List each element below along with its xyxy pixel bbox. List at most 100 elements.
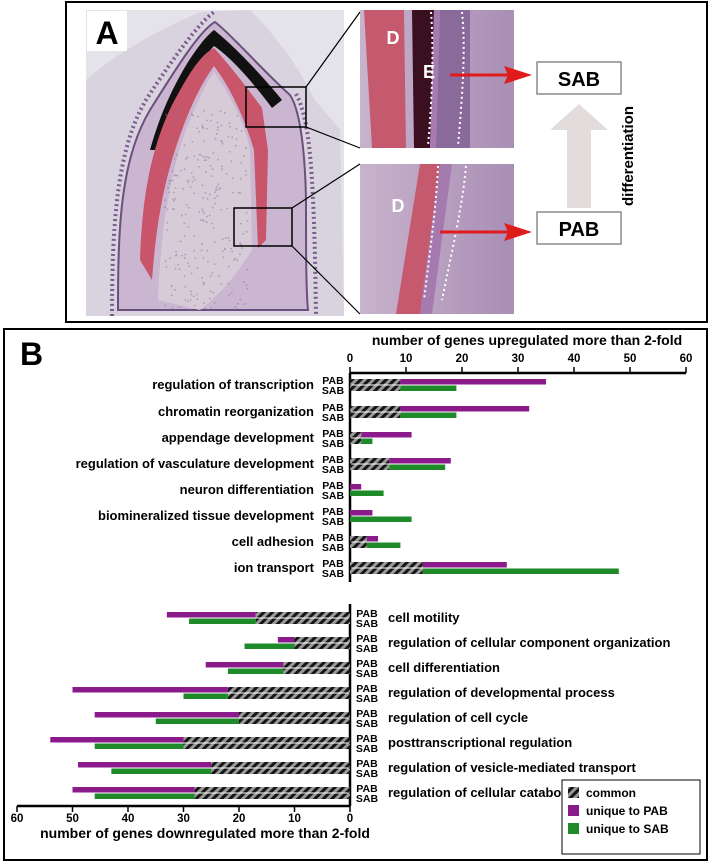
up-bar-sab-unique (422, 568, 619, 574)
up-bar-pab-unique (389, 458, 451, 464)
up-bar-sab-common (350, 568, 423, 574)
sab-box (536, 61, 622, 95)
down-category-label: regulation of vesicle-mediated transport (388, 760, 636, 775)
down-pab-label: PAB (356, 783, 378, 795)
down-tick-label: 50 (66, 813, 79, 825)
up-pab-label: PAB (322, 480, 344, 492)
up-pab-label: PAB (322, 428, 344, 440)
histology-image: A (86, 10, 344, 317)
down-bar-sab-common (194, 793, 350, 799)
up-bar-sab-common (350, 464, 390, 470)
panel-b: B number of genes upregulated more than … (3, 328, 708, 861)
down-tick-label: 30 (177, 813, 190, 825)
down-bar-sab-common (255, 618, 350, 624)
down-bar-sab-unique (227, 668, 284, 674)
up-category-label: chromatin reorganization (158, 404, 314, 419)
up-bar-pab-unique (400, 379, 546, 385)
down-bar-pab-unique (205, 662, 284, 668)
down-bar-pab-common (194, 787, 350, 793)
inset-top-label-enamel: E (423, 62, 435, 82)
legend-swatch-sab (568, 823, 579, 834)
up-bar-sab-common (350, 542, 367, 548)
up-tick-label: 30 (512, 353, 525, 365)
down-bar-sab-common (211, 768, 350, 774)
down-tick-label: 40 (122, 813, 135, 825)
down-bar-sab-unique (94, 743, 184, 749)
down-category-label: regulation of cellular component organiz… (388, 635, 670, 650)
down-bar-sab-unique (155, 718, 239, 724)
inset-top: D E (360, 10, 514, 148)
up-bar-pab-unique (350, 510, 373, 516)
sab-box-label: SAB (558, 69, 600, 91)
up-bar-pab-common (350, 458, 390, 464)
down-bar-sab-unique (189, 618, 256, 624)
differentiation-label: differentiation (620, 106, 637, 206)
up-bar-pab-common (350, 379, 401, 385)
up-bar-pab-unique (350, 484, 362, 490)
down-bar-pab-common (239, 712, 350, 718)
up-pab-label: PAB (322, 402, 344, 414)
down-sab-label: SAB (356, 768, 379, 780)
panel-a: A D E D (65, 1, 708, 323)
down-bar-sab-common (183, 743, 350, 749)
inset-top-label-dentin: D (387, 28, 400, 48)
pab-box-label: PAB (559, 219, 600, 241)
down-sab-label: SAB (356, 718, 379, 730)
up-pab-label: PAB (322, 375, 344, 387)
down-bar-pab-common (211, 762, 350, 768)
up-bar-sab-common (350, 438, 362, 444)
down-pab-label: PAB (356, 608, 378, 620)
pab-box (536, 211, 622, 245)
up-sab-label: SAB (322, 490, 345, 502)
up-sab-label: SAB (322, 568, 345, 580)
down-sab-label: SAB (356, 668, 379, 680)
down-tick-label: 60 (11, 813, 24, 825)
up-category-label: cell adhesion (232, 534, 314, 549)
up-pab-label: PAB (322, 454, 344, 466)
legend-label-common: common (586, 786, 636, 800)
down-pab-label: PAB (356, 733, 378, 745)
up-tick-label: 0 (347, 353, 353, 365)
down-bar-sab-unique (111, 768, 212, 774)
legend-swatch-common (568, 787, 579, 798)
up-bar-sab-unique (400, 385, 457, 391)
up-bar-pab-common (350, 562, 423, 568)
down-bar-pab-common (283, 662, 350, 668)
up-bar-pab-unique (400, 406, 530, 412)
down-tick-label: 10 (288, 813, 301, 825)
down-bar-sab-unique (244, 643, 295, 649)
up-category-label: regulation of transcription (152, 377, 314, 392)
legend-label-pab: unique to PAB (586, 804, 668, 818)
up-bar-pab-unique (366, 536, 378, 542)
down-bar-pab-unique (72, 787, 195, 793)
down-bar-sab-unique (183, 693, 228, 699)
roi-box-top (245, 86, 307, 128)
down-sab-label: SAB (356, 793, 379, 805)
up-bar-sab-common (350, 412, 401, 418)
up-sab-label: SAB (322, 516, 345, 528)
up-category-label: neuron differentiation (180, 482, 314, 497)
differentiation-arrow (550, 104, 608, 208)
down-bar-pab-common (227, 687, 350, 693)
down-category-label: regulation of developmental process (388, 685, 615, 700)
down-pab-label: PAB (356, 658, 378, 670)
down-category-label: regulation of cell cycle (388, 710, 528, 725)
up-bar-sab-unique (350, 516, 412, 522)
panel-b-label: B (20, 336, 43, 372)
down-bar-sab-common (239, 718, 350, 724)
down-pab-label: PAB (356, 633, 378, 645)
down-pab-label: PAB (356, 758, 378, 770)
up-bar-sab-common (350, 385, 401, 391)
up-bar-pab-unique (361, 432, 412, 438)
arrow-to-sab (450, 66, 532, 84)
up-bar-sab-unique (366, 542, 401, 548)
panel-a-label: A (95, 15, 118, 51)
up-tick-label: 20 (456, 353, 469, 365)
down-category-label: cell differentiation (388, 660, 500, 675)
up-category-label: biomineralized tissue development (98, 508, 315, 523)
up-sab-label: SAB (322, 412, 345, 424)
up-tick-label: 40 (568, 353, 581, 365)
arrow-to-pab (440, 223, 532, 241)
up-category-label: appendage development (162, 430, 315, 445)
